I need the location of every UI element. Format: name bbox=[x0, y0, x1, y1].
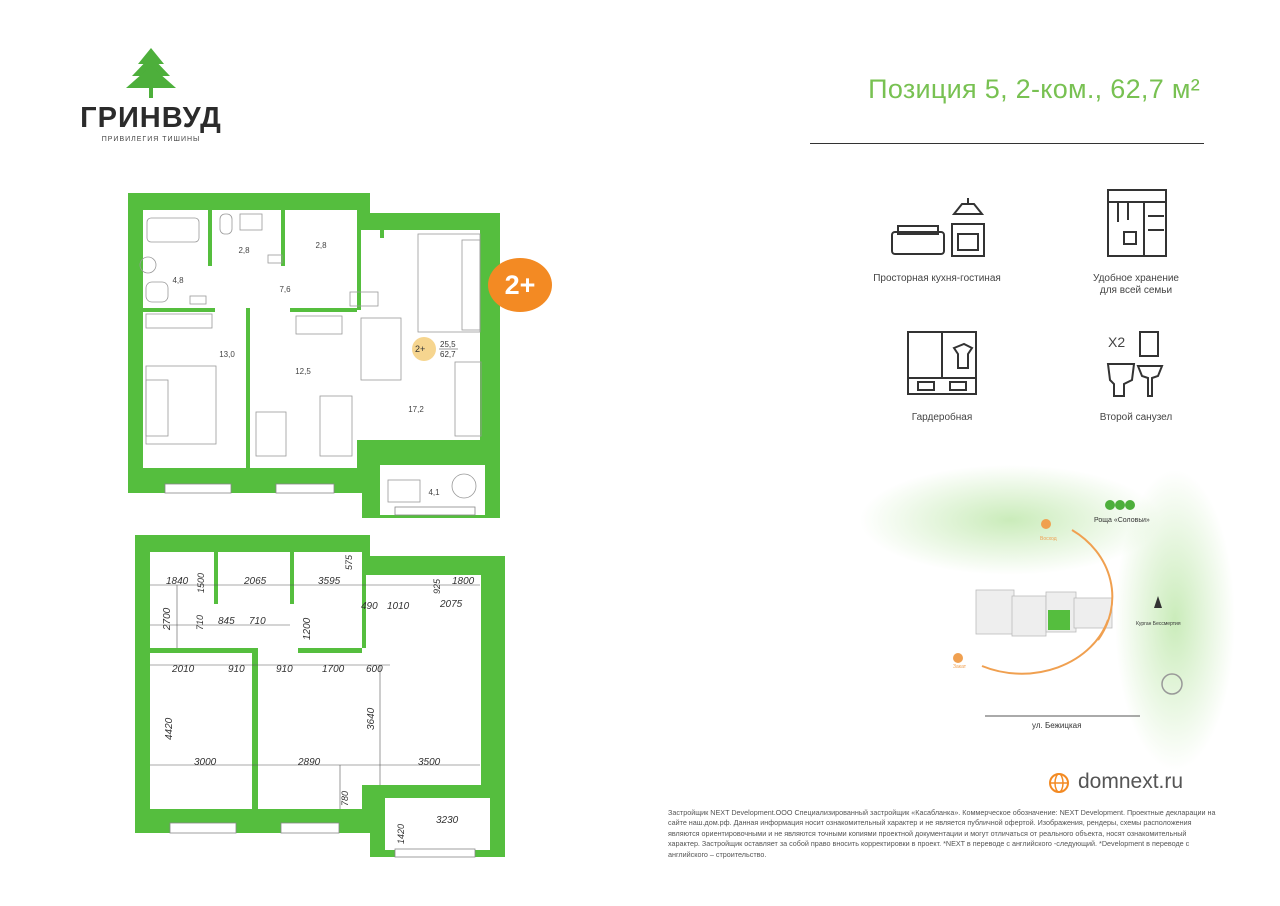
disclaimer: Застройщик NEXT Development.ООО Специали… bbox=[668, 808, 1216, 859]
dimension: 710 bbox=[195, 615, 205, 630]
dimension: 845 bbox=[218, 616, 235, 627]
rooms-badge: 2+ bbox=[488, 258, 552, 312]
dimension: 2890 bbox=[297, 757, 321, 768]
feature-storage-label: Удобное хранение для всей семьи bbox=[1093, 273, 1179, 296]
room-area: 17,2 bbox=[408, 405, 424, 414]
map-street: ул. Бежицкая bbox=[1032, 721, 1081, 730]
feature-bathroom-label: Второй санузел bbox=[1099, 412, 1173, 423]
room-area: 13,0 bbox=[219, 350, 235, 359]
room-area: 4,1 bbox=[428, 488, 440, 497]
logo-tagline: ПРИВИЛЕГИЯ ТИШИНЫ bbox=[101, 136, 201, 143]
room-area: 2,8 bbox=[315, 241, 327, 250]
bathroom-multiplier: X2 bbox=[1108, 334, 1126, 350]
dimension: 925 bbox=[432, 578, 442, 594]
globe-icon bbox=[1049, 773, 1069, 793]
dimension: 575 bbox=[344, 554, 354, 570]
area-badge-circle bbox=[412, 337, 436, 361]
area-badge-label: 2+ bbox=[415, 344, 425, 354]
dimension: 2065 bbox=[243, 576, 267, 587]
dimension: 910 bbox=[228, 664, 245, 675]
dimension: 2075 bbox=[439, 599, 463, 610]
logo: ГРИНВУД ПРИВИЛЕГИЯ ТИШИНЫ bbox=[66, 46, 236, 146]
dimension: 910 bbox=[276, 664, 293, 675]
dimension: 4420 bbox=[164, 717, 175, 740]
tree-icon bbox=[126, 48, 176, 98]
area-total: 62,7 bbox=[440, 350, 456, 359]
logo-name: ГРИНВУД bbox=[80, 102, 222, 134]
map-sunrise: Восход bbox=[1040, 536, 1057, 542]
site-link[interactable]: domnext.ru bbox=[1078, 770, 1184, 793]
area-living: 25,5 bbox=[440, 340, 456, 349]
dimension: 1500 bbox=[196, 573, 206, 593]
dimension: 3500 bbox=[418, 757, 441, 768]
dimension: 1200 bbox=[302, 617, 313, 640]
dimension: 3000 bbox=[194, 757, 217, 768]
dimension: 780 bbox=[340, 791, 350, 806]
dimension: 1010 bbox=[387, 601, 410, 612]
title-divider bbox=[810, 143, 1204, 144]
compass-icon bbox=[1161, 673, 1183, 695]
dimension: 1420 bbox=[396, 824, 406, 844]
dimension: 710 bbox=[249, 616, 266, 627]
dimension: 1840 bbox=[166, 576, 189, 587]
dimension: 600 bbox=[366, 664, 383, 675]
monument-icon bbox=[1154, 596, 1162, 608]
room-area: 4,8 bbox=[172, 276, 184, 285]
kitchen-living-icon bbox=[891, 198, 985, 257]
building-highlight bbox=[1048, 610, 1070, 630]
page-title: Позиция 5, 2-ком., 62,7 м² bbox=[868, 74, 1200, 104]
room-area: 2,8 bbox=[238, 246, 250, 255]
feature-kitchen-label: Просторная кухня-гостиная bbox=[873, 273, 1001, 284]
map-sunset: Закат bbox=[953, 664, 967, 670]
wardrobe-icon bbox=[907, 331, 977, 395]
dimension: 1700 bbox=[322, 664, 345, 675]
dimension: 3230 bbox=[436, 815, 459, 826]
dimension: 2010 bbox=[171, 664, 195, 675]
map-kurgan: Курган Бессмертия bbox=[1136, 621, 1181, 627]
dimension: 1800 bbox=[452, 576, 475, 587]
dimension: 490 bbox=[361, 601, 378, 612]
storage-icon bbox=[1107, 189, 1167, 257]
dimension: 2700 bbox=[162, 607, 173, 631]
feature-wardrobe-label: Гардеробная bbox=[911, 412, 973, 423]
furnished-plan: 2,8 2,8 4,8 7,6 13,0 12,5 17,2 4,1 2+ 25… bbox=[128, 193, 500, 518]
room-area: 12,5 bbox=[295, 367, 311, 376]
room-area: 7,6 bbox=[279, 285, 291, 294]
bathroom-icon bbox=[1106, 331, 1164, 397]
dimension-plan: 1840 1500 2065 3595 575 925 1800 2700 49… bbox=[135, 535, 505, 858]
dimension: 3595 bbox=[318, 576, 341, 587]
map-grove: Роща «Соловьи» bbox=[1094, 517, 1150, 524]
tree-icon bbox=[1105, 500, 1135, 510]
dimension: 3640 bbox=[366, 707, 377, 730]
